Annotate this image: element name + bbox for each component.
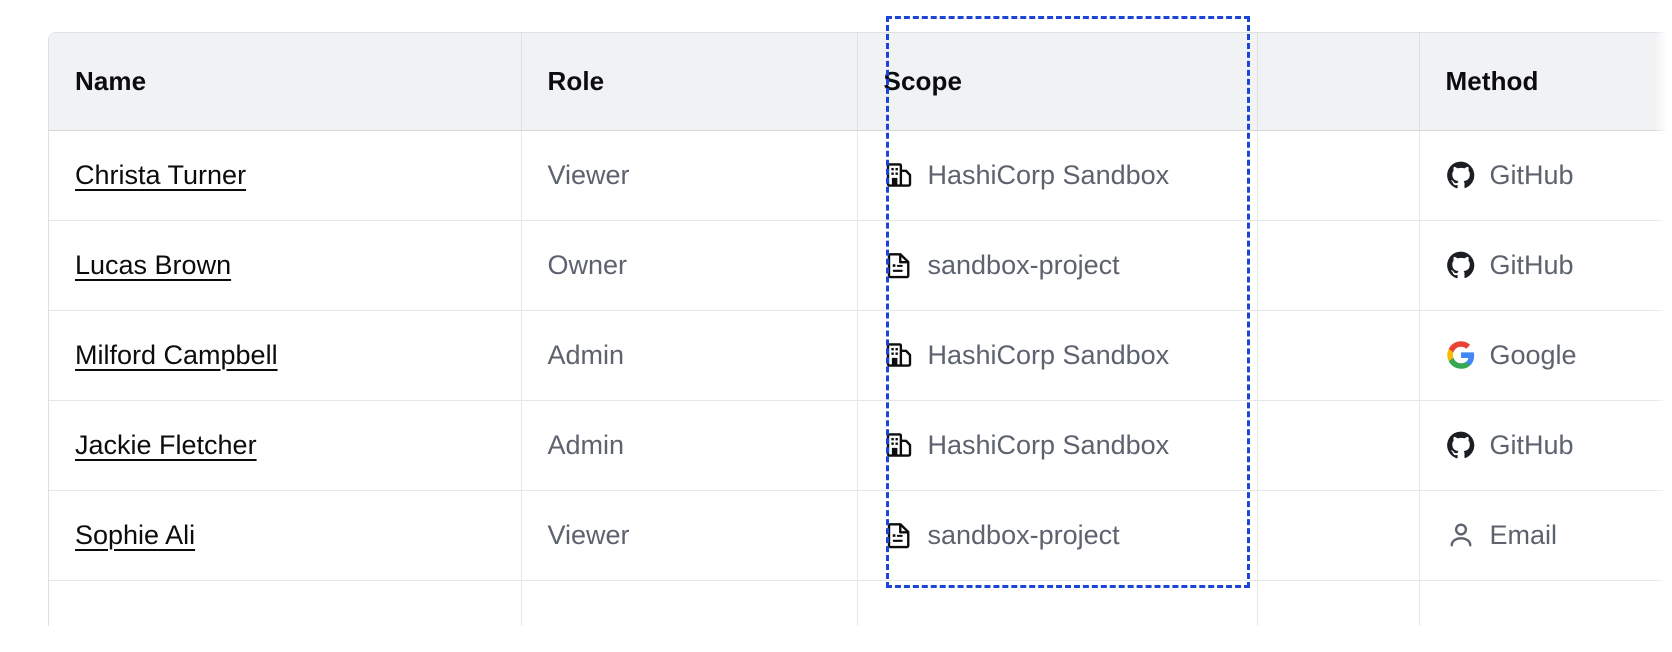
method-label: Email (1489, 519, 1558, 550)
scope-label: sandbox-project (927, 519, 1120, 550)
cell-role (521, 580, 858, 626)
cell-name: Jackie Fletcher (49, 400, 522, 491)
cell-scope: sandbox-project (857, 490, 1258, 581)
cell-blank (1257, 580, 1420, 626)
cell-role: Admin (521, 400, 858, 491)
cell-method (1419, 580, 1672, 626)
cell-blank (1257, 400, 1420, 491)
scope-label: HashiCorp Sandbox (927, 159, 1170, 190)
role-label: Admin (547, 339, 625, 370)
cell-role: Owner (521, 220, 858, 311)
member-name-link[interactable]: Jackie Fletcher (75, 429, 257, 460)
cell-name: Milford Campbell (49, 310, 522, 401)
user-person-icon (1446, 520, 1476, 550)
scope-label: HashiCorp Sandbox (927, 339, 1170, 370)
cell-blank (1257, 490, 1420, 581)
table-row: Lucas Brown Owner sandbox-project GitHub (49, 220, 1672, 311)
cell-name: Lucas Brown (49, 220, 522, 311)
project-document-icon (884, 250, 914, 280)
member-name-link[interactable]: Lucas Brown (75, 249, 232, 280)
table-row (49, 580, 1672, 626)
cell-role: Viewer (521, 490, 858, 581)
column-header-blank (1257, 33, 1420, 131)
github-icon (1446, 160, 1476, 190)
scope-label: sandbox-project (927, 249, 1120, 280)
table-header-row: Name Role Scope Method (49, 33, 1672, 131)
method-label: GitHub (1489, 159, 1574, 190)
cell-name: Christa Turner (49, 130, 522, 221)
role-label: Admin (547, 429, 625, 460)
cell-blank (1257, 310, 1420, 401)
column-header-role[interactable]: Role (521, 33, 858, 131)
organization-building-icon (884, 340, 914, 370)
table-header: Name Role Scope Method (49, 33, 1672, 131)
cell-role: Admin (521, 310, 858, 401)
cell-scope: HashiCorp Sandbox (857, 130, 1258, 221)
role-label: Owner (547, 249, 628, 280)
google-icon (1446, 340, 1476, 370)
role-label: Viewer (547, 519, 630, 550)
member-name-link[interactable]: Sophie Ali (75, 519, 196, 550)
cell-scope (857, 580, 1258, 626)
method-label: GitHub (1489, 249, 1574, 280)
cell-scope: HashiCorp Sandbox (857, 400, 1258, 491)
column-header-method[interactable]: Method (1419, 33, 1672, 131)
column-header-name[interactable]: Name (49, 33, 522, 131)
github-icon (1446, 430, 1476, 460)
cell-blank (1257, 130, 1420, 221)
cell-scope: HashiCorp Sandbox (857, 310, 1258, 401)
table-row: Sophie Ali Viewer sandbox-project Email (49, 490, 1672, 581)
column-header-scope[interactable]: Scope (857, 33, 1258, 131)
table-row: Christa Turner Viewer HashiCorp Sandbox (49, 130, 1672, 221)
cell-method: GitHub (1419, 130, 1672, 221)
method-label: Google (1489, 339, 1577, 370)
cell-role: Viewer (521, 130, 858, 221)
scope-label: HashiCorp Sandbox (927, 429, 1170, 460)
cell-method: Google (1419, 310, 1672, 401)
cell-name: Sophie Ali (49, 490, 522, 581)
member-name-link[interactable]: Christa Turner (75, 159, 247, 190)
organization-building-icon (884, 430, 914, 460)
cell-method: GitHub (1419, 400, 1672, 491)
cell-method: GitHub (1419, 220, 1672, 311)
organization-building-icon (884, 160, 914, 190)
role-label: Viewer (547, 159, 630, 190)
members-table-container: Name Role Scope Method Christa Turner Vi… (48, 32, 1672, 626)
github-icon (1446, 250, 1476, 280)
table-row: Jackie Fletcher Admin HashiCorp Sandbox (49, 400, 1672, 491)
cell-name (49, 580, 522, 626)
method-label: GitHub (1489, 429, 1574, 460)
members-table: Name Role Scope Method Christa Turner Vi… (49, 33, 1672, 626)
cell-scope: sandbox-project (857, 220, 1258, 311)
table-row: Milford Campbell Admin HashiCorp Sandbox (49, 310, 1672, 401)
table-body: Christa Turner Viewer HashiCorp Sandbox (49, 130, 1672, 626)
cell-method: Email (1419, 490, 1672, 581)
member-name-link[interactable]: Milford Campbell (75, 339, 278, 370)
cell-blank (1257, 220, 1420, 311)
project-document-icon (884, 520, 914, 550)
